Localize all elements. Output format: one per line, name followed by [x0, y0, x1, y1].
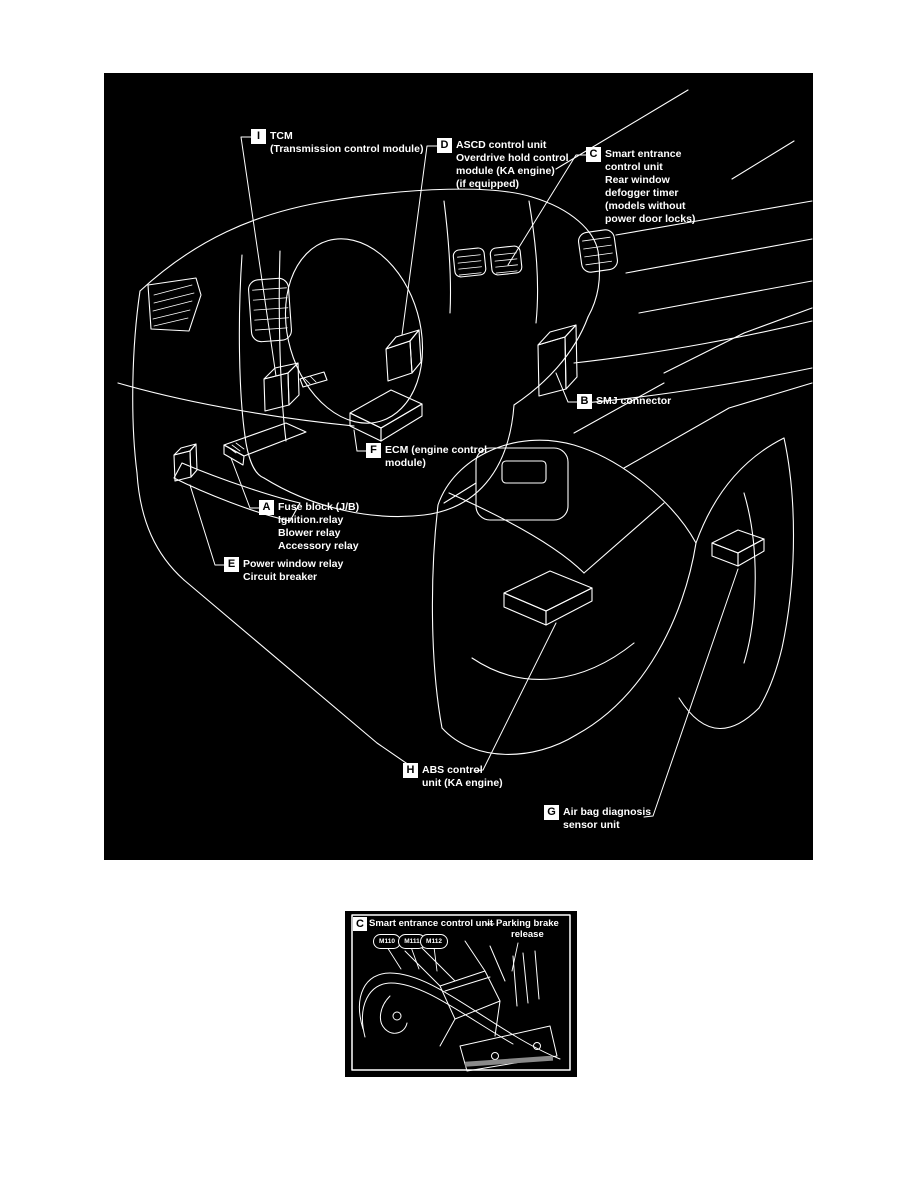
- ecm-box: [349, 389, 423, 442]
- callout-line: Overdrive hold control: [456, 152, 569, 164]
- connector-oval-M110: M110: [373, 934, 401, 949]
- column-bracket: [299, 371, 328, 388]
- cluster-vent: [248, 277, 292, 343]
- callout-A: A Fuse block (J/B) Ignition.relay Blower…: [259, 500, 359, 553]
- callout-letter-box-C: C: [586, 147, 601, 162]
- callout-letter-box-D: D: [437, 138, 452, 153]
- left-door-vent: [147, 277, 202, 332]
- callout-line: sensor unit: [563, 819, 620, 831]
- leader-F: [353, 429, 367, 452]
- dash-right-curve: [531, 196, 601, 318]
- callout-E: E Power window relay Circuit breaker: [224, 557, 343, 584]
- leader-C: [507, 154, 587, 266]
- bracket-base: [464, 1055, 554, 1067]
- leader-I: [240, 136, 277, 377]
- lower-knee-panel: [173, 462, 301, 522]
- inset-figure: C Smart entrance control unit Parking br…: [345, 911, 577, 1077]
- left-body-edge: [132, 290, 185, 581]
- inset-title: Smart entrance control unit: [369, 918, 494, 929]
- callout-line: ASCD control unit: [456, 139, 547, 151]
- cluster-right-edge: [278, 250, 287, 442]
- steering-wheel: [284, 238, 424, 424]
- callout-line: SMJ connector: [596, 395, 672, 407]
- main-figure: I TCM (Transmission control module) D AS…: [104, 73, 813, 860]
- front-seat: [431, 439, 697, 755]
- inset-callout-letter-box: C: [353, 917, 367, 931]
- callout-line: Rear window: [605, 174, 670, 186]
- center-vent: [452, 247, 487, 278]
- callout-line: Power window relay: [243, 558, 344, 570]
- callout-line: Blower relay: [278, 527, 341, 539]
- callout-line: defogger timer: [605, 187, 679, 199]
- callout-line: Fuse block (J/B): [278, 501, 360, 513]
- leader-G: [643, 568, 739, 818]
- pillar-line: [555, 89, 689, 170]
- callout-letter-box-F: F: [366, 443, 381, 458]
- callout-B: B SMJ connector: [577, 394, 671, 409]
- ascd-box: [385, 329, 422, 382]
- callout-letter-box-I: I: [251, 129, 266, 144]
- callout-line: control unit: [605, 161, 663, 173]
- power-window-relay-box: [173, 443, 198, 482]
- callout-letter-box-E: E: [224, 557, 239, 572]
- callout-G: G Air bag diagnosis sensor unit: [544, 805, 651, 832]
- callout-line: ECM (engine control: [385, 444, 488, 456]
- center-vent: [489, 245, 523, 276]
- smj-box: [537, 324, 578, 397]
- pillar-line: [731, 140, 795, 180]
- callout-line: Air bag diagnosis: [563, 806, 652, 818]
- callout-line: power door locks): [605, 213, 696, 225]
- callout-line: Smart entrance: [605, 148, 682, 160]
- callout-line: ABS control: [422, 764, 483, 776]
- leader-lines: [189, 136, 739, 818]
- center-console: [443, 447, 569, 521]
- connector-oval-M112: M112: [420, 934, 448, 949]
- callout-line: module): [385, 457, 426, 469]
- callout-line: (models without: [605, 200, 686, 212]
- right-dash-vent: [578, 229, 618, 273]
- callout-line: (if equipped): [456, 178, 519, 190]
- callout-I: I TCM (Transmission control module): [251, 129, 423, 156]
- inset-right-label-line: release: [511, 929, 544, 940]
- airbag-box: [711, 529, 765, 567]
- leader-E: [189, 484, 225, 566]
- callout-letter-box-A: A: [259, 500, 274, 515]
- sill-line: [183, 579, 410, 766]
- callout-line: unit (KA engine): [422, 777, 503, 789]
- dash-face-line: [117, 382, 355, 427]
- callout-line: TCM: [270, 130, 293, 142]
- callout-line: Accessory relay: [278, 540, 359, 552]
- callout-letter-box-B: B: [577, 394, 592, 409]
- right-seat: [678, 437, 795, 729]
- tcm-box: [263, 362, 300, 412]
- abs-box: [503, 570, 593, 626]
- callout-H: H ABS control unit (KA engine): [403, 763, 503, 790]
- console-right-edge: [513, 316, 589, 406]
- callout-line: Ignition.relay: [278, 514, 344, 526]
- inset-right-label-line: Parking brake: [496, 918, 559, 929]
- callout-F: F ECM (engine control module): [366, 443, 487, 470]
- leader-H: [473, 622, 557, 772]
- fuse-block: [223, 422, 307, 466]
- callout-letter-box-G: G: [544, 805, 559, 820]
- leader-D: [401, 145, 438, 336]
- inset-frame: [351, 914, 571, 1071]
- callout-line: Circuit breaker: [243, 571, 318, 583]
- callout-D: D ASCD control unit Overdrive hold contr…: [437, 138, 569, 191]
- interior-line-art: [117, 89, 813, 818]
- callout-letter-box-H: H: [403, 763, 418, 778]
- callout-line: (Transmission control module): [270, 143, 424, 155]
- callout-line: module (KA engine): [456, 165, 555, 177]
- inset-line-art: [351, 914, 571, 1072]
- leader-B: [555, 372, 578, 403]
- dash-top-edge: [139, 188, 533, 292]
- callout-C: C Smart entrance control unit Rear windo…: [586, 147, 695, 226]
- cluster-left-edge: [238, 254, 265, 479]
- leader-A: [230, 457, 260, 509]
- inset-right-label: Parking brake release: [496, 918, 559, 940]
